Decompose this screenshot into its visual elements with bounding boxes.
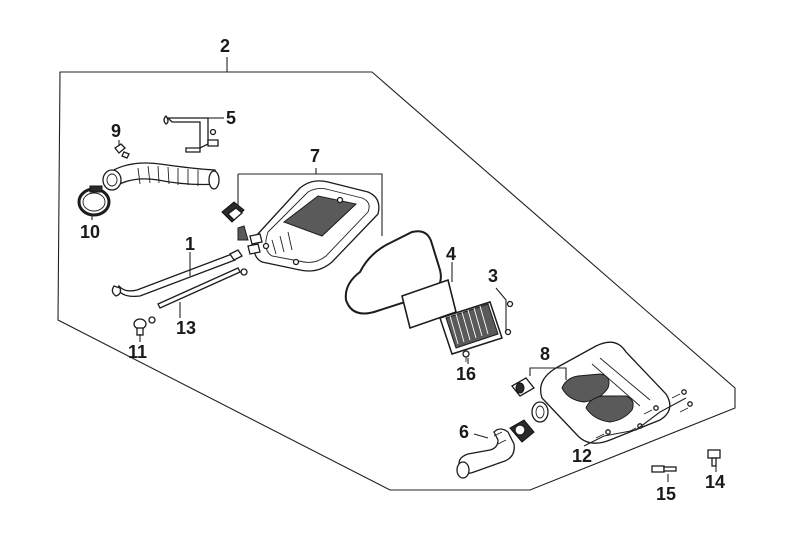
callout-7: 7: [310, 146, 320, 166]
callout-2: 2: [220, 36, 230, 56]
callout-10: 10: [80, 222, 100, 242]
callout-4: 4: [446, 244, 456, 264]
part-10-hose-clamp: [77, 185, 111, 217]
callout-14: 14: [705, 472, 725, 492]
part-8-air-cleaner-cover: [531, 341, 671, 444]
assembly-outline: [57, 71, 736, 491]
cover-grommet: [511, 377, 535, 397]
part-11-drain-plug: [133, 318, 147, 336]
leader-6: [473, 433, 489, 439]
part-3-filter-pad: [439, 300, 514, 355]
part-7-air-cleaner-case: [247, 180, 380, 272]
part-4-filter-element: [344, 230, 457, 330]
part-16-screw: [462, 350, 470, 362]
leader-8: [529, 367, 567, 380]
part-5-bracket: [163, 114, 219, 153]
callout-13: 13: [176, 318, 196, 338]
callout-11: 11: [128, 342, 147, 362]
leader-12: [583, 397, 687, 447]
part-15-bolt: [651, 465, 677, 473]
callout-15: 15: [656, 484, 676, 504]
part-1-breather-hose: [111, 249, 243, 298]
leader-7: [237, 168, 383, 236]
part-6-connecting-tube: [456, 419, 535, 479]
callout-6: 6: [459, 422, 469, 442]
callout-16: 16: [456, 364, 476, 384]
case-seal-pieces: [221, 201, 249, 241]
callout-1: 1: [185, 234, 195, 254]
callout-5: 5: [226, 108, 236, 128]
callout-8: 8: [540, 344, 550, 364]
part-14-bolt: [707, 449, 721, 467]
part-13-drain-tube: [148, 267, 248, 324]
intake-duct: [102, 162, 220, 191]
leader-3: [495, 287, 507, 332]
part-9-clip: [114, 143, 130, 159]
callout-12: 12: [572, 446, 592, 466]
callout-9: 9: [111, 121, 121, 141]
callout-3: 3: [488, 266, 498, 286]
